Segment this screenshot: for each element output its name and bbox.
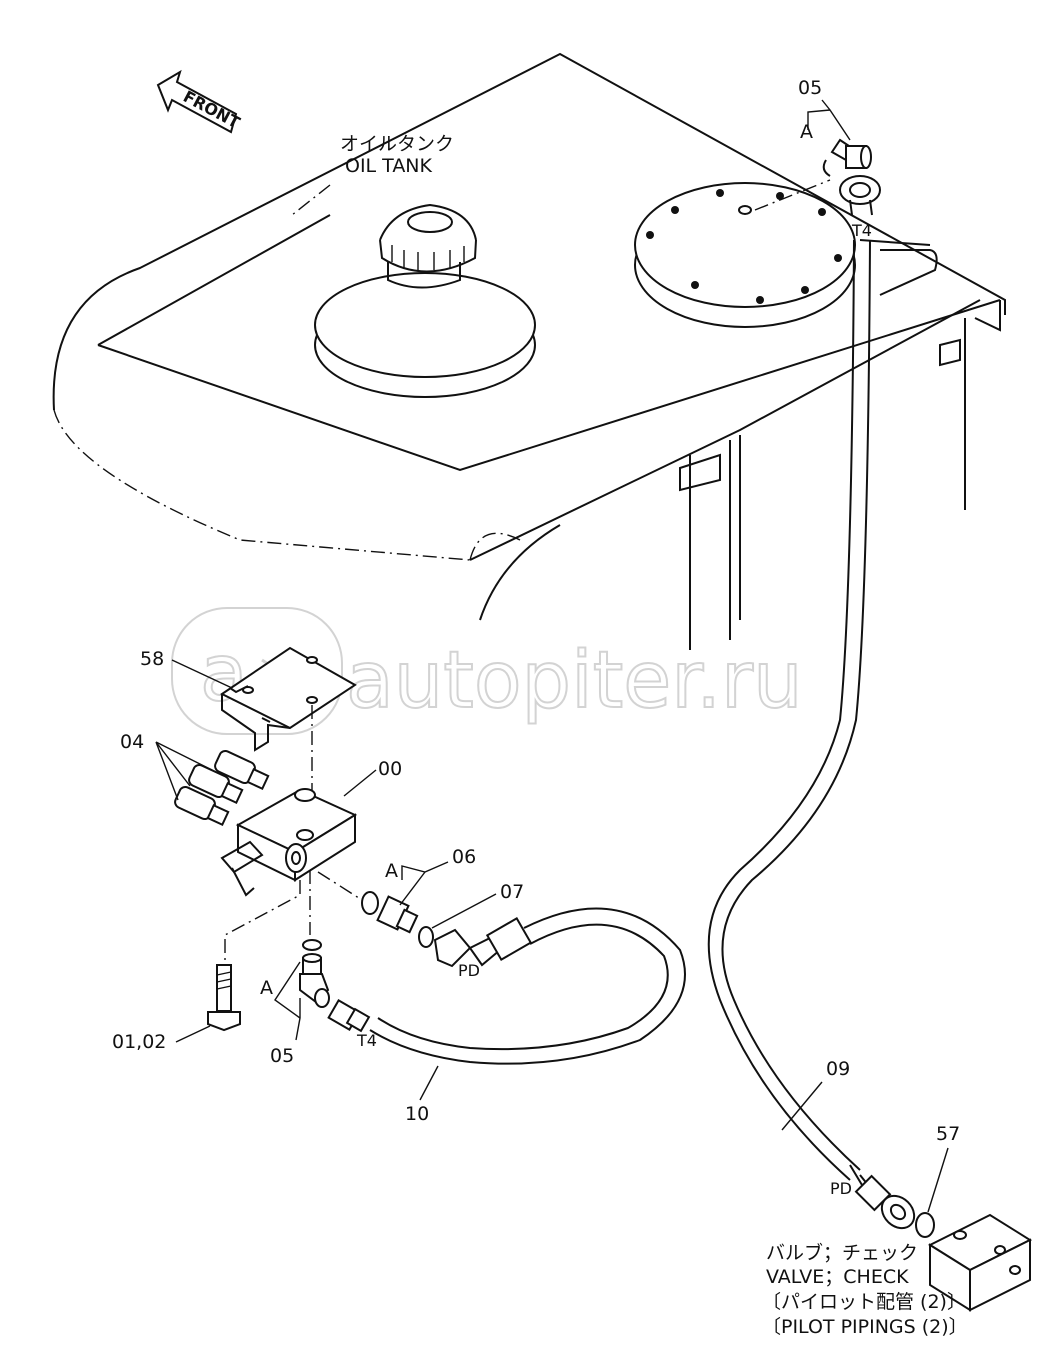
filler-cap — [314, 203, 536, 398]
o-ring-07 — [418, 926, 434, 948]
marker-t4-top: T4 — [851, 221, 872, 240]
part-label-05-bottom: 05 — [270, 1045, 294, 1067]
marker-pd-mid: PD — [458, 961, 480, 980]
bolt-01-02 — [207, 964, 241, 1032]
o-ring-a-mid — [361, 891, 379, 915]
o-ring-a-low — [302, 939, 322, 951]
watermark-text: autopiter.ru — [346, 636, 803, 726]
svg-text:a: a — [200, 629, 248, 719]
marker-t4-bottom: T4 — [356, 1031, 377, 1050]
part-label-05-top: 05 — [798, 77, 822, 99]
part-label-06: 06 — [452, 846, 476, 868]
oil-tank-label-jp: オイルタンク — [340, 133, 454, 155]
o-ring-57 — [915, 1212, 935, 1238]
hose-fitting-pd — [433, 917, 533, 968]
bracket-58 — [220, 646, 357, 790]
adapter-06 — [376, 895, 419, 934]
marker-a-mid: A — [385, 860, 398, 882]
fitting-t4 — [327, 998, 371, 1033]
caption-line4-en: 〔PILOT PIPINGS (2)〕 — [762, 1316, 968, 1338]
part-label-10: 10 — [405, 1103, 429, 1125]
part-label-00: 00 — [378, 758, 402, 780]
caption-line2-en: VALVE；CHECK — [766, 1266, 909, 1288]
marker-a-top: A — [800, 121, 813, 143]
marker-pd-bottom: PD — [830, 1179, 852, 1198]
caption-line1-jp: バルブ；チェック — [766, 1241, 918, 1264]
part-label-01-02: 01,02 — [112, 1031, 166, 1053]
caption-line3-jp: 〔パイロット配管 (2)〕 — [762, 1291, 966, 1313]
part-label-57: 57 — [936, 1123, 960, 1145]
part-label-58: 58 — [140, 648, 164, 670]
hose-10 — [369, 907, 686, 1065]
elbow-05-bottom — [299, 953, 330, 1008]
check-valves-04 — [174, 749, 270, 827]
fitting-05-top — [822, 138, 881, 216]
part-label-09: 09 — [826, 1058, 850, 1080]
part-label-04: 04 — [120, 731, 144, 753]
access-cover — [634, 179, 856, 328]
oil-tank-label-en: OIL TANK — [345, 155, 433, 177]
marker-a-low: A — [260, 977, 273, 999]
oil-tank — [52, 52, 1006, 650]
front-arrow-icon: FRONT — [156, 69, 243, 134]
part-label-07: 07 — [500, 881, 524, 903]
pipe-09 — [707, 239, 916, 1230]
check-valve-block — [927, 1213, 1033, 1312]
valve-body-00 — [220, 788, 358, 897]
